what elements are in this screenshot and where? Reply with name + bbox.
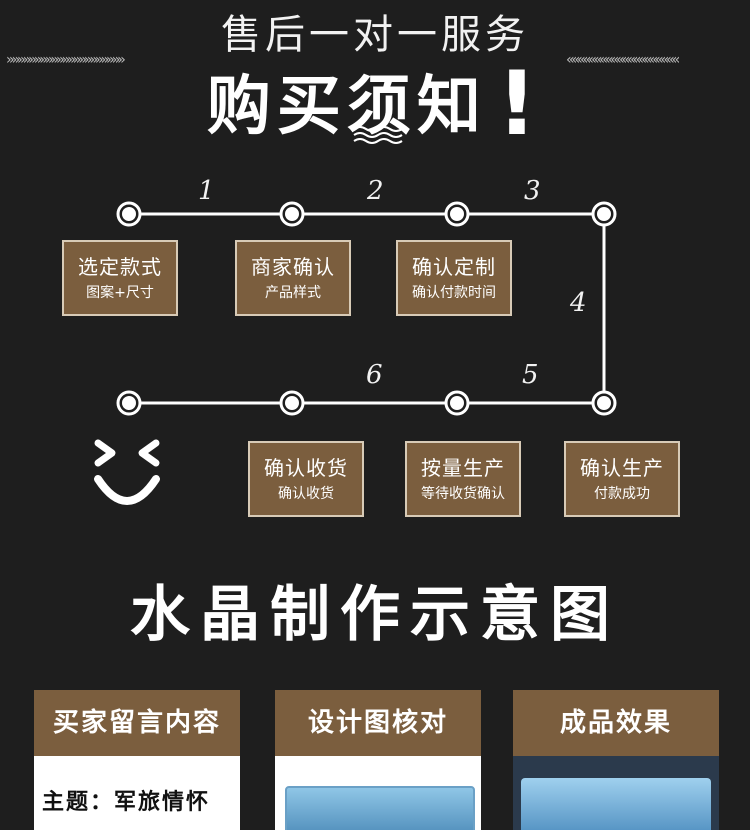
card-design-check: 设计图核对: [275, 690, 481, 830]
card-header: 设计图核对: [275, 690, 481, 756]
process-flow-lines: [129, 212, 606, 405]
step-box-mass-production: 按量生产 等待收货确认: [405, 441, 521, 517]
step-number-3: 3: [524, 176, 541, 206]
exclamation-icon: !: [496, 52, 544, 155]
step-node: [279, 390, 305, 420]
step-subtitle: 确认收货: [278, 486, 334, 502]
step-node: [591, 390, 617, 420]
card-body: [513, 756, 719, 830]
step-subtitle: 产品样式: [265, 285, 321, 301]
step-box-merchant-confirm: 商家确认 产品样式: [235, 240, 351, 316]
step-node: [591, 201, 617, 231]
subtitle: 售后一对一服务: [221, 12, 529, 58]
step-number-1: 1: [198, 176, 215, 206]
step-title: 确认收货: [264, 456, 348, 480]
step-number-4: 4: [570, 288, 587, 318]
step-title: 确认定制: [412, 255, 496, 279]
step-subtitle: 确认付款时间: [412, 285, 496, 301]
design-preview-image: [285, 786, 475, 830]
step-number-6: 6: [366, 360, 383, 390]
step-node: [116, 390, 142, 420]
right-chevrons-decoration: ««««««««««««««««««««: [566, 52, 680, 68]
step-subtitle: 图案+尺寸: [86, 285, 154, 301]
step-subtitle: 付款成功: [594, 486, 650, 502]
step-subtitle: 等待收货确认: [421, 486, 505, 502]
page-title-text: 购买须知: [206, 70, 487, 144]
card-buyer-message: 买家留言内容 主题：军旅情怀: [34, 690, 240, 830]
product-photo-image: [521, 778, 711, 830]
step-box-confirm-production: 确认生产 付款成功: [564, 441, 680, 517]
step-box-confirm-receipt: 确认收货 确认收货: [248, 441, 364, 517]
message-text: 主题：军旅情怀: [42, 790, 211, 815]
step-box-select-style: 选定款式 图案+尺寸: [62, 240, 178, 316]
step-title: 商家确认: [251, 255, 335, 279]
card-body: 主题：军旅情怀: [34, 756, 240, 830]
step-node: [444, 201, 470, 231]
page-title: 购买须知!: [0, 52, 750, 155]
section-title: 水晶制作示意图: [130, 580, 620, 650]
step-title: 确认生产: [580, 456, 664, 480]
card-final-product: 成品效果: [513, 690, 719, 830]
step-number-5: 5: [522, 360, 539, 390]
step-node: [444, 390, 470, 420]
card-body: [275, 756, 481, 830]
card-header: 成品效果: [513, 690, 719, 756]
smiley-icon: [94, 439, 160, 505]
step-node: [116, 201, 142, 231]
step-title: 按量生产: [421, 456, 505, 480]
step-node: [279, 201, 305, 231]
step-box-confirm-custom: 确认定制 确认付款时间: [396, 240, 512, 316]
wave-icon: [353, 126, 403, 144]
step-title: 选定款式: [78, 255, 162, 279]
card-header: 买家留言内容: [34, 690, 240, 756]
step-number-2: 2: [367, 176, 384, 206]
left-chevrons-decoration: »»»»»»»»»»»»»»»»»»»»»: [6, 52, 126, 68]
